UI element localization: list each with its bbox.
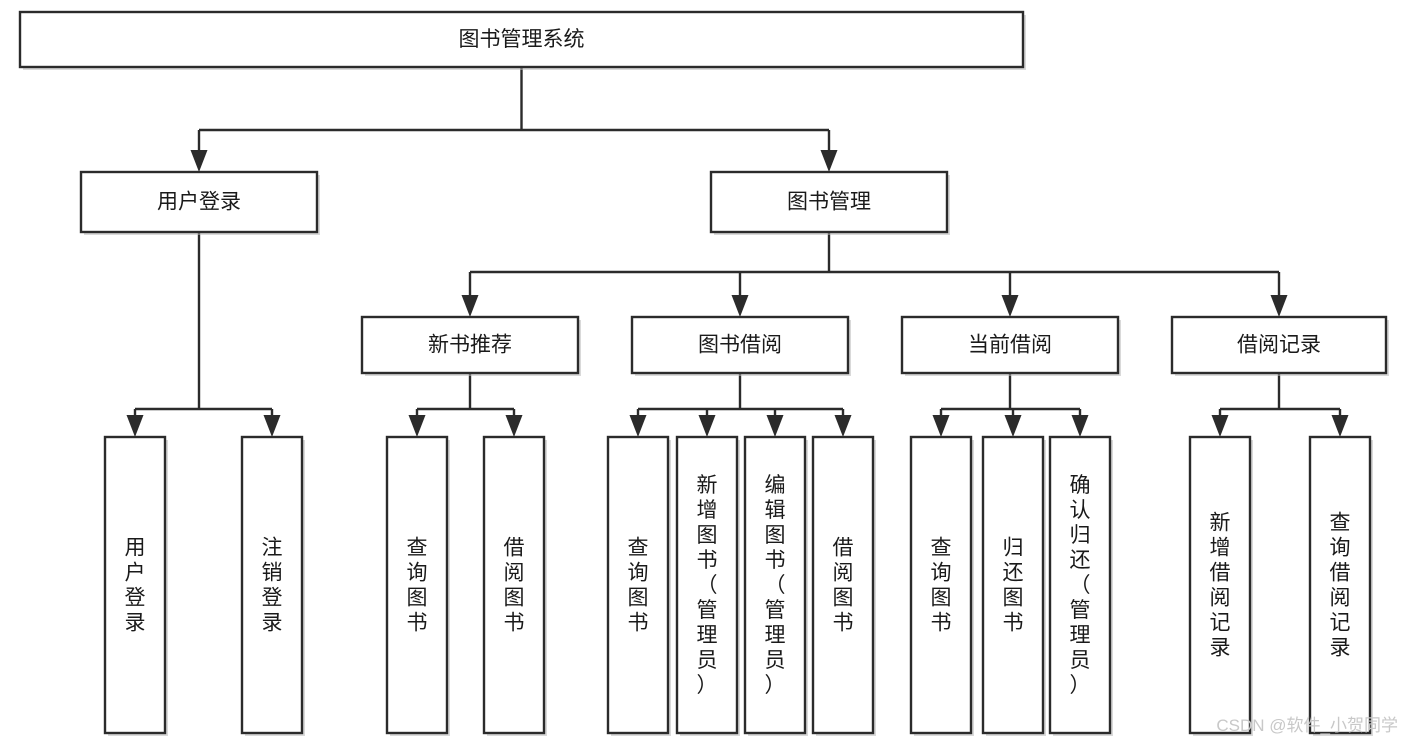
node-label: 查询图书 [628, 537, 649, 635]
node-box[interactable] [743, 435, 807, 735]
node-leaf-add-book-admin[interactable]: 新增图书（管理员） [675, 435, 740, 736]
arrow-head-icon [263, 415, 281, 437]
node-leaf-borrow-book[interactable]: 借阅图书 [811, 435, 876, 736]
node-label: 查询图书 [407, 537, 428, 635]
node-leaf-return-book[interactable]: 归还图书 [981, 435, 1046, 736]
connectors-layer [126, 67, 1349, 437]
node-label: 借阅记录 [1237, 334, 1321, 357]
node-box[interactable] [675, 435, 739, 735]
node-label: 用户登录 [157, 191, 241, 214]
arrow-head-icon [1001, 295, 1019, 317]
node-label: 图书管理系统 [459, 28, 585, 51]
node-box[interactable] [385, 435, 449, 735]
node-label: 新书推荐 [428, 334, 512, 357]
node-box[interactable] [79, 170, 319, 234]
arrow-head-icon [1211, 415, 1229, 437]
node-leaf-add-borrow-record[interactable]: 新增借阅记录 [1188, 435, 1253, 736]
arrow-head-icon [820, 150, 838, 172]
node-leaf-logout[interactable]: 注销登录 [240, 435, 305, 736]
watermark-label: CSDN @软件_小贺同学 [1216, 716, 1398, 735]
arrow-head-icon [126, 415, 144, 437]
arrow-head-icon [190, 150, 208, 172]
arrow-head-icon [505, 415, 523, 437]
arrow-head-icon [834, 415, 852, 437]
arrow-head-icon [1071, 415, 1089, 437]
node-box[interactable] [909, 435, 973, 735]
arrow-head-icon [1331, 415, 1349, 437]
node-box[interactable] [811, 435, 875, 735]
node-box[interactable] [1170, 315, 1388, 375]
node-box[interactable] [630, 315, 850, 375]
node-label: 编辑图书（管理员） [765, 474, 786, 697]
node-book-borrow[interactable]: 图书借阅 [630, 315, 851, 376]
arrow-head-icon [629, 415, 647, 437]
arrow-head-icon [698, 415, 716, 437]
arrow-head-icon [461, 295, 479, 317]
arrow-head-icon [731, 295, 749, 317]
node-box[interactable] [1308, 435, 1372, 735]
arrow-head-icon [766, 415, 784, 437]
node-borrow-record[interactable]: 借阅记录 [1170, 315, 1389, 376]
node-box[interactable] [240, 435, 304, 735]
node-leaf-confirm-return-admin[interactable]: 确认归还（管理员） [1048, 435, 1113, 736]
node-box[interactable] [482, 435, 546, 735]
node-box[interactable] [18, 10, 1025, 69]
node-label: 图书管理 [787, 191, 871, 214]
node-box[interactable] [709, 170, 949, 234]
node-label: 新增图书（管理员） [697, 474, 718, 697]
node-label: 归还图书 [1003, 537, 1024, 635]
node-box[interactable] [1048, 435, 1112, 735]
node-root[interactable]: 图书管理系统 [18, 10, 1026, 70]
node-leaf-query-borrow-record[interactable]: 查询借阅记录 [1308, 435, 1373, 736]
node-box[interactable] [360, 315, 580, 375]
node-leaf-query-book-borrow[interactable]: 查询图书 [606, 435, 671, 736]
node-new-book-recommend[interactable]: 新书推荐 [360, 315, 581, 376]
node-book-manage[interactable]: 图书管理 [709, 170, 950, 235]
node-label: 借阅图书 [833, 537, 854, 635]
node-box[interactable] [981, 435, 1045, 735]
nodes-layer: 图书管理系统用户登录图书管理新书推荐图书借阅当前借阅借阅记录用户登录注销登录查询… [18, 10, 1389, 736]
node-leaf-edit-book-admin[interactable]: 编辑图书（管理员） [743, 435, 808, 736]
arrow-head-icon [1270, 295, 1288, 317]
node-label: 借阅图书 [504, 537, 525, 635]
node-label: 确认归还（管理员） [1070, 474, 1091, 697]
node-box[interactable] [606, 435, 670, 735]
node-label: 新增借阅记录 [1210, 512, 1231, 660]
arrow-head-icon [1004, 415, 1022, 437]
node-user-login[interactable]: 用户登录 [79, 170, 320, 235]
node-leaf-query-book-current[interactable]: 查询图书 [909, 435, 974, 736]
arrow-head-icon [408, 415, 426, 437]
arrow-head-icon [932, 415, 950, 437]
node-label: 查询借阅记录 [1330, 512, 1351, 660]
node-label: 查询图书 [931, 537, 952, 635]
node-label: 当前借阅 [968, 334, 1052, 357]
node-box[interactable] [900, 315, 1120, 375]
node-box[interactable] [1188, 435, 1252, 735]
node-leaf-query-book-rec[interactable]: 查询图书 [385, 435, 450, 736]
node-label: 注销登录 [262, 537, 283, 635]
node-label: 图书借阅 [698, 334, 782, 357]
node-leaf-user-login[interactable]: 用户登录 [103, 435, 168, 736]
node-current-borrow[interactable]: 当前借阅 [900, 315, 1121, 376]
node-box[interactable] [103, 435, 167, 735]
node-label: 用户登录 [125, 537, 146, 635]
node-leaf-borrow-book-rec[interactable]: 借阅图书 [482, 435, 547, 736]
